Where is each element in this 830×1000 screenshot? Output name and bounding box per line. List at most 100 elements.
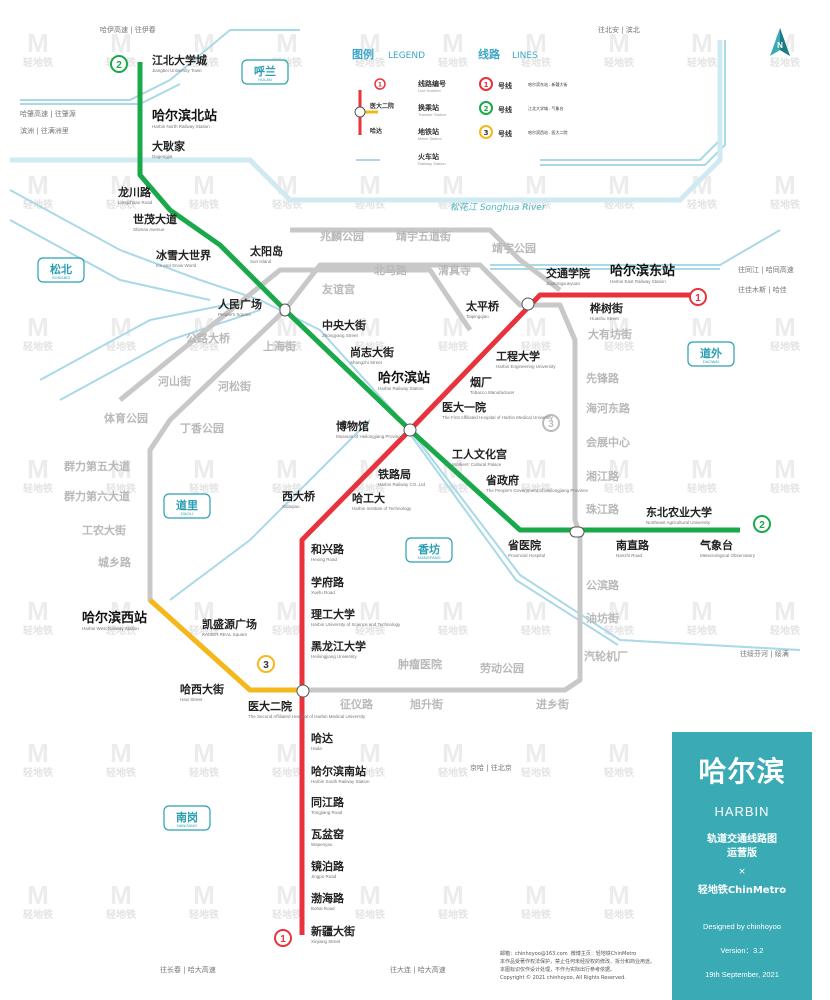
station-line1-19: 镜泊路: [311, 859, 345, 873]
watermark-text: 轻地铁: [355, 482, 385, 495]
watermark-logo: M: [608, 454, 630, 484]
watermark-logo: M: [193, 738, 215, 768]
watermark-text: 轻地铁: [521, 766, 551, 779]
station-line2-0: 江北大学城: [152, 53, 207, 67]
terminal-badge-line2-east: 2: [753, 515, 771, 533]
watermark-logo: M: [27, 28, 49, 58]
legend-sample-transfer: 医大二院: [370, 102, 394, 110]
station-line1-20: 渤海路: [311, 891, 345, 905]
station-line3-0-en: Harbin West Railway Station: [82, 626, 139, 631]
station-line1-10: 和兴路: [311, 542, 345, 556]
watermark-text: 轻地铁: [355, 908, 385, 921]
station-line3-1-en: KAISER REAL Square: [202, 632, 248, 637]
district-4-en: XIANGFANG: [417, 555, 440, 560]
road-label-7: 往长春 | 哈大高速: [160, 965, 216, 974]
svg-text:Line Number: Line Number: [418, 88, 442, 93]
watermark-logo: M: [27, 880, 49, 910]
district-2: 道外: [700, 346, 722, 360]
watermark-text: 轻地铁: [604, 908, 634, 921]
transfer-peoples-square[interactable]: [279, 303, 291, 317]
watermark-logo: M: [525, 880, 547, 910]
district-3: 道里: [176, 498, 198, 512]
watermark-text: 轻地铁: [189, 340, 219, 353]
watermark-logo: M: [110, 454, 132, 484]
north-arrow-icon: N: [770, 28, 790, 56]
legend-title: 图例: [352, 47, 374, 61]
road-label-2: 滨洲 | 往满洲里: [20, 126, 69, 135]
transfer-harbin-station[interactable]: [403, 423, 417, 437]
terminal-badge-line1-south: 1: [274, 929, 292, 947]
watermark-logo: M: [608, 738, 630, 768]
version: Version：3.2: [720, 946, 764, 955]
station-line1-5: 医大一院: [442, 400, 486, 414]
road-label-8: 往大连 | 哈大高速: [390, 965, 446, 974]
watermark-logo: M: [276, 738, 298, 768]
station-line1-20-en: Bohai Road: [311, 906, 335, 911]
watermark-logo: M: [525, 312, 547, 342]
station-peoples-square-en: People's Square: [218, 312, 251, 317]
planned-station-27: 征仪路: [340, 697, 374, 711]
planned-station-1: 靖宇五道街: [396, 229, 451, 243]
watermark-logo: M: [27, 312, 49, 342]
watermark-logo: M: [442, 28, 464, 58]
watermark-logo: M: [27, 596, 49, 626]
watermark-logo: M: [276, 454, 298, 484]
watermark-text: 轻地铁: [770, 56, 800, 69]
station-line1-2-en: Taipingqiao: [466, 314, 489, 319]
watermark-logo: M: [193, 596, 215, 626]
watermark-text: 轻地铁: [106, 908, 136, 921]
times-sign: ×: [738, 867, 746, 877]
station-line1-10-en: Hexing Road: [311, 557, 338, 562]
district-5-en: NANGANG: [177, 823, 197, 828]
svg-text:哈尔滨东站 - 新疆大街: 哈尔滨东站 - 新疆大街: [528, 81, 568, 87]
planned-station-9: 河松街: [218, 379, 251, 393]
station-line2-0-en: Jiangbei University Town: [152, 68, 202, 73]
terminal-badge-line2-north: 2: [110, 55, 128, 73]
watermark-logo: M: [359, 28, 381, 58]
watermark-text: 轻地铁: [23, 482, 53, 495]
road-label-0: 哈伊高速 | 往伊春: [100, 25, 156, 34]
station-line2-6-en: Sun Island: [250, 259, 272, 264]
transfer-taipingqiao[interactable]: [521, 297, 535, 311]
station-line1-14-en: The Second Affiliated Hospital of Harbin…: [248, 714, 366, 719]
station-line2-12: 省医院: [507, 538, 541, 552]
watermark-text: 轻地铁: [521, 624, 551, 637]
watermark-text: 轻地铁: [521, 908, 551, 921]
planned-station-5: 清真寺: [438, 263, 471, 277]
planned-station-3: 北马路: [374, 263, 408, 277]
station-line3-0: 哈尔滨西站: [82, 610, 147, 626]
station-line1-3-en: Harbin Engineering University: [496, 364, 556, 369]
planned-station-15: 城乡路: [98, 555, 132, 569]
legend-line-number-sample: 1: [374, 78, 386, 90]
songhua-river: [10, 40, 723, 203]
watermark-text: 轻地铁: [189, 908, 219, 921]
watermark-text: 轻地铁: [106, 766, 136, 779]
watermark-text: 轻地铁: [23, 56, 53, 69]
station-peoples-square: 人民广场: [218, 297, 262, 311]
transfer-second-hospital[interactable]: [296, 684, 310, 698]
watermark-logo: M: [27, 738, 49, 768]
station-line2-9: 哈尔滨站: [378, 370, 430, 386]
watermark-logo: M: [442, 170, 464, 200]
watermark-logo: M: [691, 312, 713, 342]
transfer-nanzhi[interactable]: [569, 526, 585, 538]
svg-text:3: 3: [484, 129, 489, 137]
station-line1-17: 同江路: [311, 795, 345, 809]
watermark-text: 轻地铁: [687, 624, 717, 637]
terminal-badge-line3: 3: [257, 655, 275, 673]
station-line2-10: 工人文化宫: [452, 447, 507, 461]
station-line1-21: 新疆大街: [311, 924, 355, 938]
watermark-text: 轻地铁: [189, 482, 219, 495]
station-line2-13-en: Nanzhi Road: [616, 553, 643, 558]
watermark-logo: M: [691, 170, 713, 200]
watermark-text: 轻地铁: [521, 340, 551, 353]
watermark-text: 轻地铁: [272, 482, 302, 495]
planned-station-18: 海河东路: [586, 401, 631, 415]
district-0-en: HULAN: [258, 77, 272, 82]
legend-item-transfer: 换乘站: [418, 103, 439, 112]
watermark-logo: M: [27, 170, 49, 200]
watermark-logo: M: [525, 454, 547, 484]
road-label-1: 哈肇高速 | 往肇源: [20, 109, 76, 118]
watermark-logo: M: [359, 738, 381, 768]
station-line1-1: 桦树街: [589, 301, 623, 315]
